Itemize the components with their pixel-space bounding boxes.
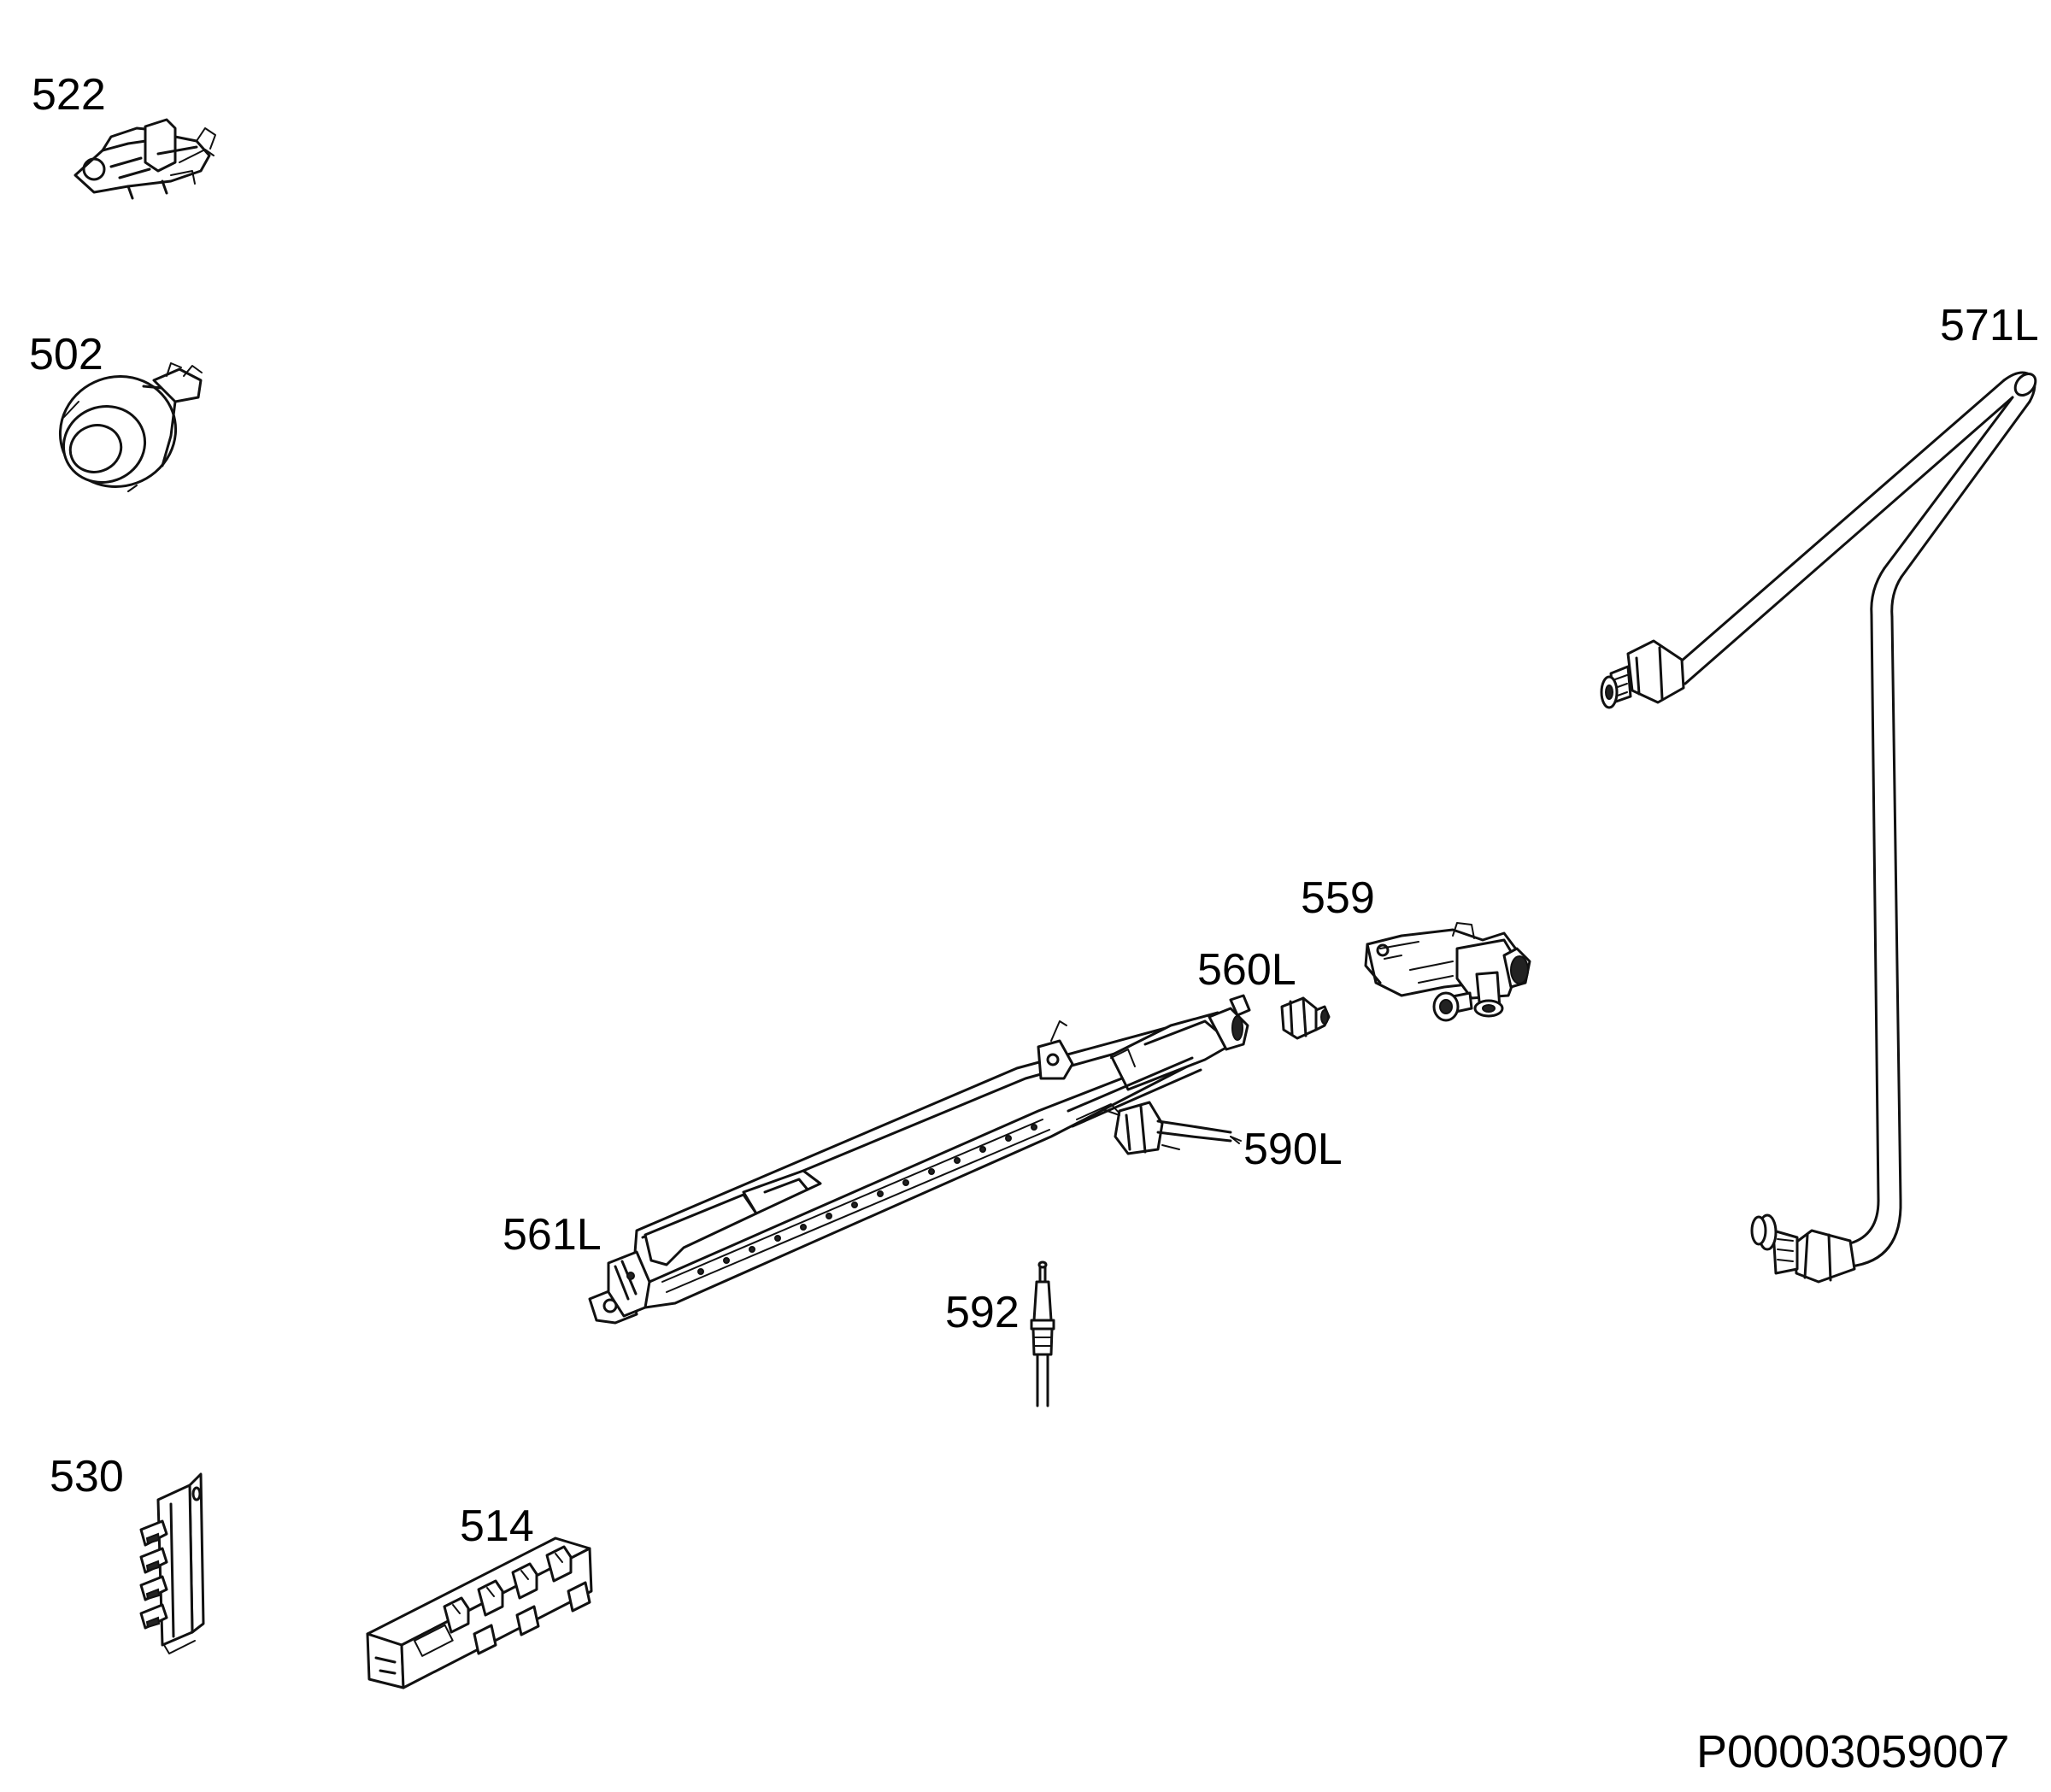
part-561L-drawing: [588, 994, 1251, 1325]
part-560L-drawing: [1280, 996, 1331, 1040]
label-522: 522: [32, 70, 106, 120]
part-571L-drawing: [1600, 371, 2037, 1284]
part-559-drawing: [1364, 922, 1531, 1022]
label-559: 559: [1301, 873, 1375, 923]
label-571L: 571L: [1940, 301, 2039, 350]
part-590L-drawing: [1102, 1101, 1242, 1155]
part-522-drawing: [73, 118, 216, 200]
label-514: 514: [460, 1501, 534, 1551]
part-530-drawing: [139, 1472, 205, 1654]
label-560L: 560L: [1197, 945, 1296, 995]
label-530: 530: [50, 1452, 124, 1501]
part-592-drawing: [1030, 1260, 1055, 1407]
part-502-drawing: [58, 362, 203, 492]
leader-590L: [1230, 1136, 1240, 1144]
label-590L: 590L: [1243, 1125, 1343, 1174]
label-502: 502: [29, 330, 103, 379]
burner-ports: [697, 1124, 1037, 1275]
label-561L: 561L: [502, 1210, 602, 1260]
part-514-drawing: [366, 1536, 593, 1689]
drawing-id: P00003059007: [1696, 1726, 2009, 1777]
label-592: 592: [945, 1288, 1020, 1337]
